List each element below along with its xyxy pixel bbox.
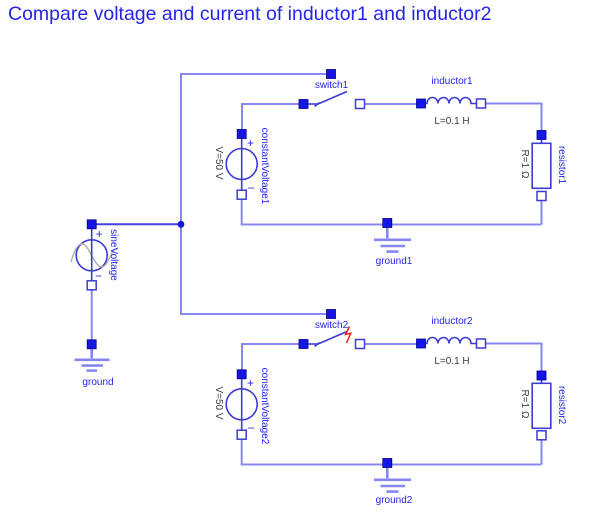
ground-icon[interactable] <box>74 348 110 372</box>
filled-pins <box>86 69 547 468</box>
c1-ground-pin[interactable] <box>382 218 393 228</box>
c2-switch-right-pin[interactable] <box>354 338 366 350</box>
c1-resistor-param: R=1 Ω <box>518 149 530 179</box>
c1-switch-control-pin[interactable] <box>326 69 336 79</box>
c2-inductor-coil <box>425 336 477 345</box>
sine-wave-curve <box>70 243 118 268</box>
connection-wires[interactable] <box>90 73 543 466</box>
c1-constant-voltage-plus-pin[interactable] <box>236 129 247 139</box>
c1-inductor-icon[interactable] <box>425 96 477 105</box>
hollow-pins <box>86 98 547 441</box>
sine-voltage-plus-pin[interactable] <box>86 219 97 230</box>
c1-inductor-to-resistor-wire[interactable] <box>485 102 543 132</box>
c2-constant-voltage-minus-pin[interactable] <box>236 429 247 440</box>
c2-resistor-body[interactable] <box>531 382 552 430</box>
c2-constant-voltage-minus-sign: − <box>247 420 255 435</box>
c2-switch-label: switch2 <box>314 319 349 331</box>
c2-switch-arc-flash-icon <box>344 326 353 344</box>
c2-ground-label: ground2 <box>375 494 413 506</box>
c2-constant-voltage-plus-pin[interactable] <box>236 369 247 380</box>
c1-switch-right-pin[interactable] <box>354 98 366 110</box>
sine-voltage-plus-sign: + <box>95 226 103 241</box>
c2-ground-icon[interactable] <box>374 467 411 493</box>
sine-voltage-icon[interactable] <box>70 224 118 282</box>
c2-inductor-right-pin[interactable] <box>475 338 487 349</box>
c2-resistor-label: resistor2 <box>555 385 567 424</box>
c1-resistor-bottom-pin[interactable] <box>536 190 547 202</box>
control-bus-wire[interactable] <box>180 73 331 315</box>
c1-constant-voltage-plus-sign: + <box>246 136 255 150</box>
c2-inductor-param: L=0.1 H <box>434 355 470 367</box>
ground-label: ground <box>82 376 114 388</box>
c1-switch-label: switch1 <box>314 79 349 91</box>
c2-ground-pin[interactable] <box>382 458 393 468</box>
page-title: Compare voltage and current of inductor1… <box>8 3 492 25</box>
c2-resistor-bottom-pin[interactable] <box>536 430 547 441</box>
c1-switch-arm <box>317 90 348 105</box>
c1-ground-icon[interactable] <box>374 227 411 253</box>
c1-switch-left-pin[interactable] <box>298 99 309 109</box>
c1-constant-voltage-label: constantVoltage1 <box>258 127 270 205</box>
c2-inductor-left-pin[interactable] <box>416 338 426 349</box>
c1-inductor-coil <box>425 96 477 105</box>
c2-switch-icon[interactable] <box>308 326 353 348</box>
sine-voltage-minus-pin[interactable] <box>86 280 97 291</box>
c1-bottom-wire[interactable] <box>240 199 542 226</box>
c1-constant-voltage-icon[interactable] <box>225 134 258 191</box>
c2-source-to-switch-wire[interactable] <box>241 343 303 371</box>
c2-switch-left-pin[interactable] <box>298 339 309 349</box>
ground-pin[interactable] <box>86 339 97 350</box>
c2-constant-voltage-param: V=50 V <box>212 385 224 420</box>
sine-voltage-minus-sign: − <box>94 268 103 283</box>
c1-ground-label: ground1 <box>375 255 413 267</box>
c1-switch-icon[interactable] <box>308 90 348 108</box>
c2-constant-voltage-plus-sign: + <box>246 376 255 390</box>
c2-switch-control-pin[interactable] <box>326 309 336 319</box>
c2-resistor-param: R=1 Ω <box>518 389 530 419</box>
c2-constant-voltage-icon[interactable] <box>225 374 258 431</box>
c1-inductor-left-pin[interactable] <box>416 98 426 109</box>
c1-source-to-switch-wire[interactable] <box>241 103 303 130</box>
c1-constant-voltage-minus-sign: − <box>247 180 255 195</box>
c2-switch-arm <box>317 330 348 345</box>
c2-bottom-wire[interactable] <box>240 439 542 466</box>
c2-constant-voltage-label: constantVoltage2 <box>258 367 270 445</box>
c2-resistor-top-pin[interactable] <box>536 370 547 381</box>
c1-resistor-label: resistor1 <box>555 145 567 184</box>
c1-resistor-body[interactable] <box>531 142 552 190</box>
c1-constant-voltage-param: V=50 V <box>212 145 224 180</box>
sine-voltage-label: sineVoltage <box>107 229 119 281</box>
c1-resistor-icon[interactable] <box>531 135 552 190</box>
c2-inductor-to-resistor-wire[interactable] <box>485 342 543 372</box>
c2-inductor-label: inductor2 <box>431 316 473 327</box>
c2-inductor-icon[interactable] <box>425 336 477 345</box>
c1-inductor-param: L=0.1 H <box>434 115 470 127</box>
c1-inductor-right-pin[interactable] <box>475 98 487 109</box>
c1-constant-voltage-minus-pin[interactable] <box>236 189 247 200</box>
junction-dot <box>177 220 185 228</box>
c1-inductor-label: inductor1 <box>431 76 473 87</box>
c1-resistor-top-pin[interactable] <box>536 130 547 140</box>
c2-resistor-icon[interactable] <box>531 375 552 430</box>
